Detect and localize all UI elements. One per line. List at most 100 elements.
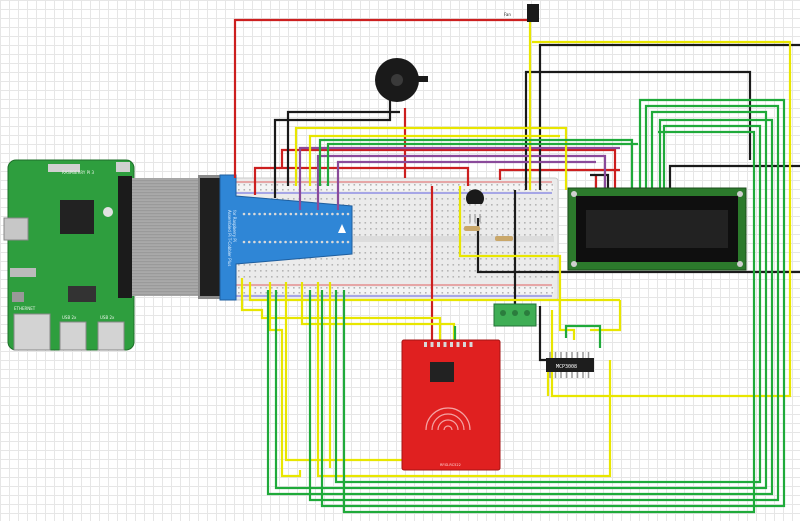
breadboard-hole <box>485 222 488 224</box>
breadboard-hole <box>381 216 383 218</box>
breadboard-hole <box>359 216 361 218</box>
breadboard-hole <box>546 210 548 212</box>
breadboard-hole <box>265 189 268 191</box>
breadboard-hole <box>408 276 411 278</box>
cobbler-pin <box>305 240 308 244</box>
rfid-header-pin <box>450 342 453 347</box>
breadboard-hole <box>304 292 306 294</box>
breadboard-hole <box>342 276 345 278</box>
breadboard-hole <box>375 198 378 200</box>
breadboard-hole <box>309 189 312 191</box>
breadboard-hole <box>309 276 312 278</box>
breadboard-hole <box>496 189 499 191</box>
cobbler-pin <box>258 240 261 244</box>
breadboard-hole <box>342 264 345 266</box>
breadboard-hole <box>540 252 543 254</box>
breadboard-hole <box>546 189 548 191</box>
breadboard-hole <box>320 270 323 272</box>
breadboard-hole <box>419 270 422 272</box>
breadboard-hole <box>425 189 427 191</box>
breadboard-hole <box>458 287 460 289</box>
breadboard-hole <box>403 216 405 218</box>
breadboard-hole <box>315 258 317 260</box>
breadboard-hole <box>513 246 515 248</box>
breadboard-hole <box>287 270 290 272</box>
breadboard-hole <box>485 270 488 272</box>
breadboard-hole <box>265 292 268 294</box>
breadboard-hole <box>513 216 515 218</box>
breadboard-hole <box>507 222 510 224</box>
breadboard-hole <box>414 258 416 260</box>
breadboard-hole <box>276 189 279 191</box>
breadboard-hole <box>348 184 350 186</box>
breadboard-hole <box>551 210 554 212</box>
breadboard-hole <box>359 210 361 212</box>
breadboard-hole <box>524 292 526 294</box>
cobbler-pin <box>305 212 308 216</box>
breadboard-hole <box>436 258 438 260</box>
breadboard-hole <box>491 189 493 191</box>
breadboard-hole <box>551 252 554 254</box>
breadboard-hole <box>502 246 504 248</box>
breadboard-hole <box>480 252 482 254</box>
breadboard-hole <box>414 246 416 248</box>
breadboard-hole <box>260 292 262 294</box>
breadboard-hole <box>469 246 471 248</box>
breadboard-hole <box>282 189 284 191</box>
breadboard-hole <box>469 270 471 272</box>
breadboard-hole <box>502 234 504 236</box>
breadboard-hole <box>414 222 416 224</box>
breadboard-hole <box>469 276 471 278</box>
breadboard-hole <box>287 189 290 191</box>
breadboard-hole <box>507 252 510 254</box>
breadboard-hole <box>452 264 455 266</box>
breadboard-hole <box>496 270 499 272</box>
breadboard-hole <box>452 252 455 254</box>
breadboard-hole <box>502 287 504 289</box>
breadboard-hole <box>529 270 532 272</box>
breadboard-hole <box>364 184 367 186</box>
ethernet-label: ETHERNET <box>14 306 36 311</box>
breadboard-hole <box>507 258 510 260</box>
breadboard-hole <box>386 252 389 254</box>
breadboard-hole <box>287 264 290 266</box>
breadboard-hole <box>271 292 273 294</box>
breadboard-hole <box>315 198 317 200</box>
breadboard-hole <box>348 189 350 191</box>
breadboard-hole <box>518 204 521 206</box>
breadboard-hole <box>480 210 482 212</box>
breadboard-hole <box>502 210 504 212</box>
breadboard-hole <box>551 292 554 294</box>
breadboard-hole <box>513 264 515 266</box>
breadboard-hole <box>397 270 400 272</box>
breadboard-hole <box>436 287 438 289</box>
breadboard-hole <box>238 276 240 278</box>
breadboard-hole <box>474 270 477 272</box>
breadboard-hole <box>425 204 427 206</box>
breadboard-hole <box>491 222 493 224</box>
breadboard-hole <box>397 258 400 260</box>
cobbler-pin <box>325 240 329 244</box>
breadboard-hole <box>337 287 339 289</box>
breadboard-hole <box>474 204 477 206</box>
breadboard-hole <box>392 216 394 218</box>
breadboard-hole <box>381 252 383 254</box>
breadboard-hole <box>430 184 433 186</box>
breadboard-hole <box>408 198 411 200</box>
breadboard-hole <box>238 270 240 272</box>
breadboard-hole <box>463 270 466 272</box>
breadboard-hole <box>419 252 422 254</box>
breadboard-hole <box>348 276 350 278</box>
breadboard-hole <box>425 270 427 272</box>
breadboard-hole <box>507 264 510 266</box>
breadboard-hole <box>469 210 471 212</box>
breadboard-hole <box>524 204 526 206</box>
breadboard-hole <box>353 287 356 289</box>
breadboard-hole <box>546 287 548 289</box>
breadboard-hole <box>485 210 488 212</box>
breadboard-hole <box>287 276 290 278</box>
breadboard-hole <box>452 189 455 191</box>
cobbler-pin <box>279 240 282 244</box>
breadboard-hole <box>469 234 471 236</box>
breadboard-hole <box>414 216 416 218</box>
